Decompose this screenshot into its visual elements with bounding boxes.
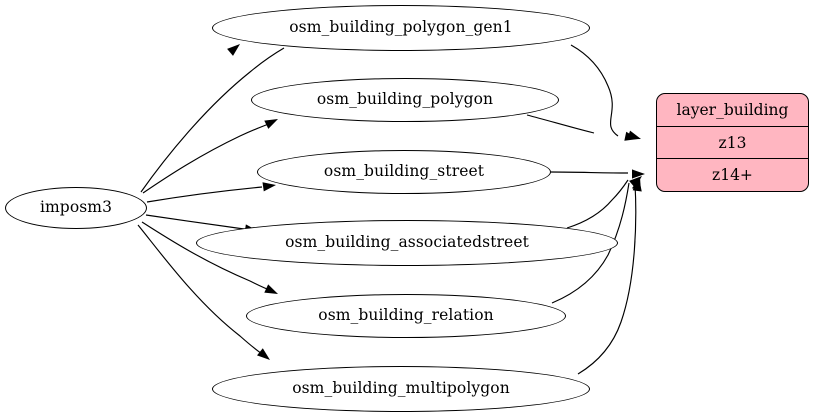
edge-imposm3-to-osm_building_street — [146, 186, 263, 203]
node-osm-building-relation[interactable]: osm_building_relation — [246, 294, 566, 338]
node-label: osm_building_multipolygon — [292, 379, 510, 398]
arrowhead-imposm3-to-osm_building_street — [262, 182, 276, 192]
edge-imposm3-to-osm_building_polygon_gen1 — [140, 47, 285, 193]
node-osm-building-polygon-gen1[interactable]: osm_building_polygon_gen1 — [212, 5, 590, 51]
edge-osm_building_street-to-layer_building.z14plus — [550, 171, 629, 174]
layer-building-z14plus-row[interactable]: z14+ — [657, 158, 808, 191]
node-osm-building-street[interactable]: osm_building_street — [257, 150, 551, 194]
arrowhead-imposm3-to-osm_building_polygon_gen1 — [227, 44, 240, 56]
layer-building-title-row: layer_building — [657, 94, 808, 126]
arrowhead-osm_building_street-to-layer_building.z14plus — [632, 169, 645, 179]
arrowhead-osm_building_polygon-to-layer_building.z13 — [624, 131, 638, 141]
arrowhead-osm_building_multipolygon-to-layer_building.z14plus — [632, 178, 642, 192]
arrowhead-imposm3-to-osm_building_relation — [264, 284, 278, 294]
edge-osm_building_multipolygon-to-layer_building.z14plus — [577, 183, 637, 375]
node-label: osm_building_street — [323, 162, 485, 181]
edge-imposm3-to-osm_building_relation — [141, 221, 273, 292]
edge-imposm3-to-osm_building_associatedstreet — [145, 214, 245, 230]
node-label: osm_building_polygon — [316, 90, 494, 109]
node-label: osm_building_relation — [318, 306, 494, 325]
arrowhead-imposm3-to-osm_building_polygon — [264, 119, 278, 129]
edge-osm_building_polygon-to-layer_building.z13 — [526, 114, 595, 134]
edge-osm_building_relation-to-layer_building.z14plus — [551, 182, 630, 304]
edge-osm_building_polygon_gen1-to-layer_building.z13 — [570, 44, 619, 137]
layer-building-z13-row[interactable]: z13 — [657, 125, 808, 159]
node-osm-building-associatedstreet[interactable]: osm_building_associatedstreet — [196, 220, 618, 266]
node-label: imposm3 — [39, 198, 113, 217]
node-label: osm_building_associatedstreet — [285, 233, 529, 252]
edge-osm_building_associatedstreet-to-layer_building.z14plus — [566, 179, 629, 229]
layer-building-z14plus-label: z14+ — [712, 166, 753, 185]
layer-building-title: layer_building — [676, 100, 789, 119]
node-label: osm_building_polygon_gen1 — [289, 18, 513, 37]
edge-imposm3-to-osm_building_multipolygon — [137, 224, 266, 357]
edge-imposm3-to-osm_building_polygon — [142, 121, 275, 194]
node-osm-building-polygon[interactable]: osm_building_polygon — [251, 78, 559, 122]
node-imposm3[interactable]: imposm3 — [5, 187, 147, 229]
layer-building-z13-label: z13 — [718, 133, 747, 152]
arrowhead-imposm3-to-osm_building_multipolygon — [257, 348, 270, 360]
node-layer-building[interactable]: layer_building z13 z14+ — [656, 93, 809, 192]
node-osm-building-multipolygon[interactable]: osm_building_multipolygon — [212, 366, 590, 412]
